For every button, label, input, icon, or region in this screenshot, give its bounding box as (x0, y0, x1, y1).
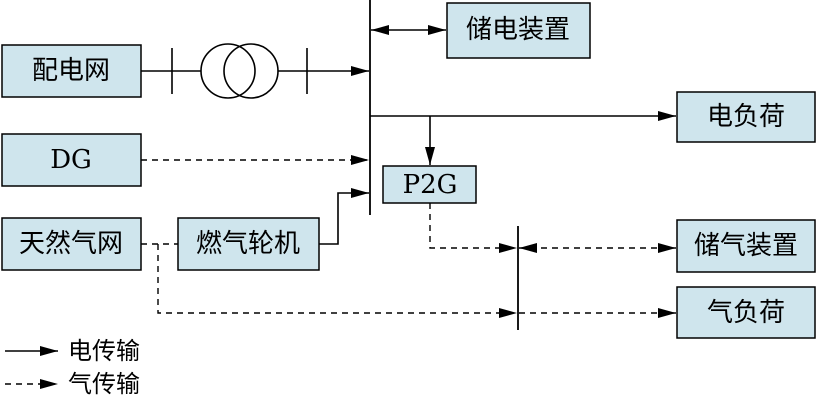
box-natural-gas-grid-label: 天然气网 (19, 229, 123, 259)
legend-electric-label: 电传输 (68, 337, 140, 365)
box-gas-load: 气负荷 (676, 286, 816, 339)
box-distribution-grid-label: 配电网 (32, 56, 110, 86)
box-dg-label: DG (50, 145, 92, 175)
box-gas-turbine: 燃气轮机 (177, 217, 320, 271)
box-gas-storage-rect (676, 219, 816, 273)
legend: 电传输 气传输 (5, 337, 140, 398)
box-electric-storage-label: 储电装置 (466, 15, 570, 45)
box-p2g: P2G (382, 165, 477, 204)
p2g-to-gas-bus-arrow (429, 203, 517, 253)
gas-grid-to-gas-bus-arrow (157, 244, 517, 318)
box-dg: DG (1, 133, 142, 187)
transformer-right-coil-icon (223, 43, 279, 99)
box-distribution-grid: 配电网 (1, 44, 142, 98)
box-dg-rect (1, 133, 142, 187)
transformer-connection (141, 43, 369, 99)
box-electric-load: 电负荷 (676, 91, 816, 143)
box-gas-turbine-label: 燃气轮机 (196, 229, 300, 259)
box-gas-load-label: 气负荷 (707, 298, 785, 328)
box-gas-storage: 储气装置 (676, 219, 816, 273)
box-electric-storage-rect (446, 2, 591, 59)
box-electric-load-label: 电负荷 (707, 102, 785, 132)
transformer-left-coil-icon (200, 43, 256, 99)
box-distribution-grid-rect (1, 44, 142, 98)
box-p2g-label: P2G (403, 170, 458, 200)
box-gas-load-rect (676, 286, 816, 339)
box-electric-storage: 储电装置 (446, 2, 591, 59)
turbine-to-bus-arrow (319, 188, 369, 245)
box-natural-gas-grid: 天然气网 (1, 217, 142, 271)
box-p2g-rect (382, 165, 477, 204)
legend-gas-label: 气传输 (68, 370, 140, 398)
box-gas-storage-label: 储气装置 (694, 231, 798, 261)
box-natural-gas-grid-rect (1, 217, 142, 271)
box-electric-load-rect (676, 91, 816, 143)
